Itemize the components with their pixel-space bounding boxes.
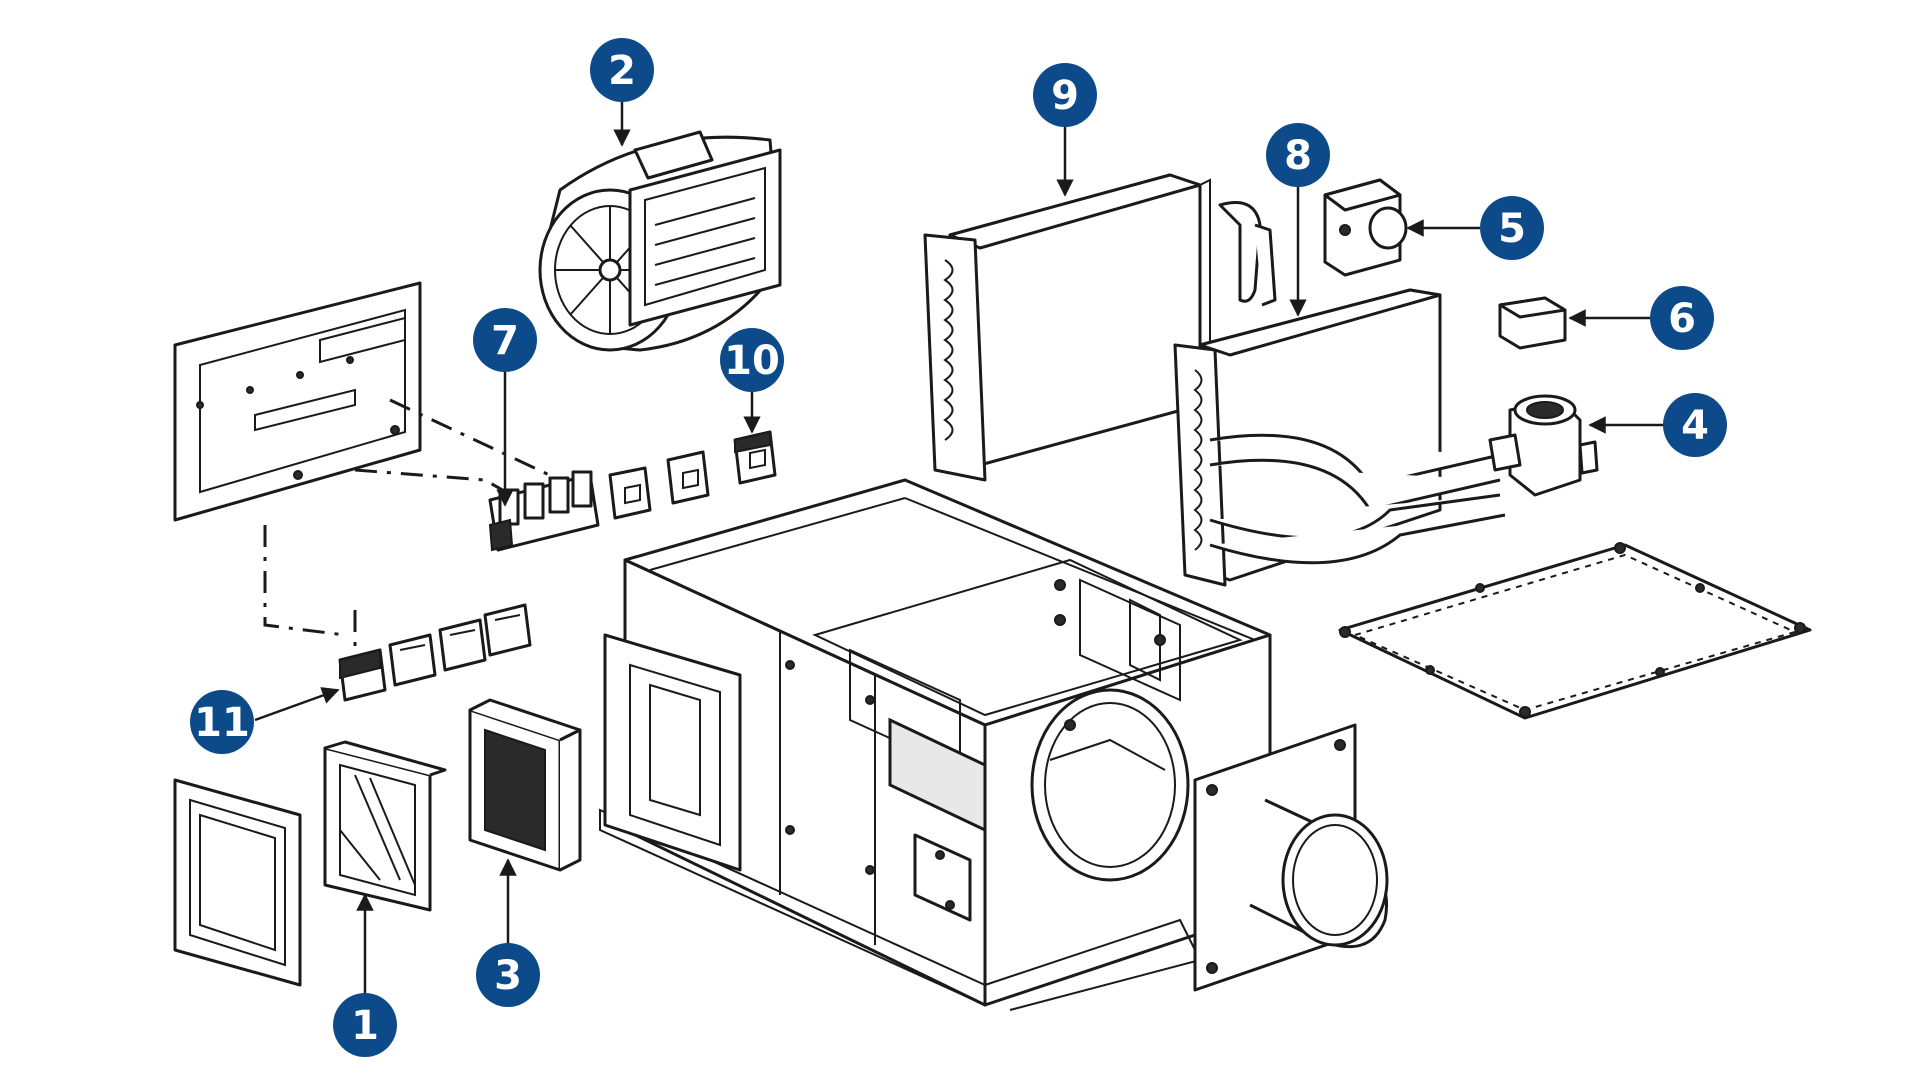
callout-badge-1	[333, 993, 397, 1057]
callout-badge-7	[473, 308, 537, 372]
callout-9: 9	[1033, 63, 1097, 127]
expansion-valve-4	[1488, 394, 1599, 497]
blower-assembly	[538, 130, 782, 352]
callout-label-11: 11	[194, 700, 250, 746]
callout-badge-9	[1033, 63, 1097, 127]
coil-9	[923, 173, 1277, 482]
assembly-line-top	[389, 398, 561, 482]
callout-label-3: 3	[494, 953, 522, 999]
callout-label-1: 1	[351, 1003, 379, 1049]
callout-3: 3	[476, 943, 540, 1007]
filter-3	[468, 698, 582, 872]
leader-11	[254, 687, 340, 722]
mounting-plate	[173, 281, 422, 522]
callout-badge-2	[590, 38, 654, 102]
callout-label-2: 2	[608, 48, 636, 94]
filter-1	[323, 740, 447, 912]
callout-10: 10	[720, 328, 784, 392]
callout-label-9: 9	[1051, 73, 1079, 119]
callout-4: 4	[1663, 393, 1727, 457]
assembly-line-middle	[354, 468, 521, 502]
callout-badge-11	[190, 690, 254, 754]
leader-lines	[254, 100, 1665, 995]
callout-label-8: 8	[1284, 133, 1312, 179]
callout-11: 11	[190, 690, 254, 754]
callout-badge-6	[1650, 286, 1714, 350]
callout-label-5: 5	[1498, 206, 1526, 252]
callout-badge-3	[476, 943, 540, 1007]
relay-bases	[338, 603, 532, 702]
relay-modules	[608, 430, 777, 520]
callout-label-7: 7	[491, 318, 519, 364]
callout-label-10: 10	[724, 338, 780, 384]
callout-8: 8	[1266, 123, 1330, 187]
callout-2: 2	[590, 38, 654, 102]
callout-label-4: 4	[1681, 403, 1709, 449]
coil-8	[1173, 288, 1506, 587]
callout-badge-4	[1663, 393, 1727, 457]
valve-block-5	[1323, 178, 1408, 277]
callout-7: 7	[473, 308, 537, 372]
callout-5: 5	[1480, 196, 1544, 260]
front-grille-panel	[173, 778, 302, 987]
callout-1: 1	[333, 993, 397, 1057]
callout-badge-10	[720, 328, 784, 392]
cover-panel	[1338, 542, 1812, 720]
solenoid-coil-6	[1498, 296, 1567, 350]
callout-label-6: 6	[1668, 296, 1696, 342]
callout-badge-8	[1266, 123, 1330, 187]
assembly-line-vertical	[263, 525, 346, 637]
callout-badge-5	[1480, 196, 1544, 260]
main-housing	[599, 478, 1389, 1011]
callout-6: 6	[1650, 286, 1714, 350]
